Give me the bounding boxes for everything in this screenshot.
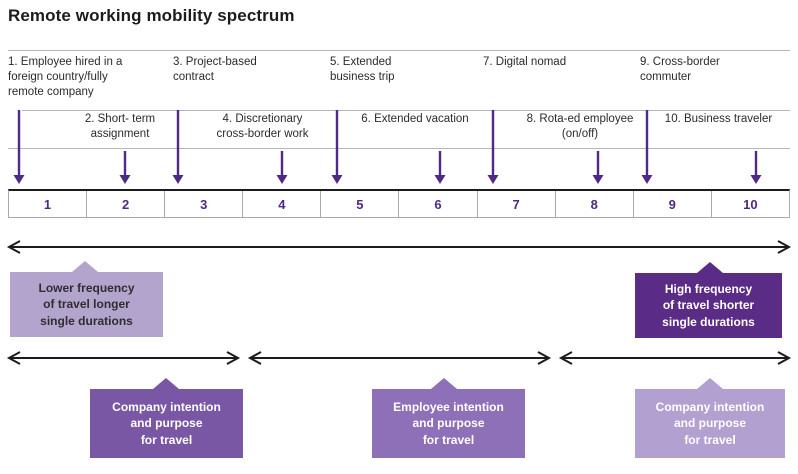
- pointer-up-icon: [697, 378, 723, 389]
- left-right-arrow-segment-1: [6, 351, 241, 365]
- pointer-up-icon: [72, 261, 98, 272]
- divider-line-top: [8, 50, 790, 51]
- down-arrow-icon: [276, 175, 288, 184]
- item-label-2: 2. Short- term assignment: [84, 113, 156, 141]
- pointer-up-icon: [431, 378, 457, 389]
- scale-cell-9: 9: [632, 191, 711, 217]
- item-label-8: 8. Rota-ed employee (on/off): [526, 113, 634, 141]
- company-intention-right-callout: Company intention and purpose for travel: [635, 389, 785, 458]
- item-label-6: 6. Extended vacation: [361, 113, 469, 125]
- item-label-1: 1. Employee hired in a foreign country/f…: [8, 56, 123, 99]
- pointer-up-icon: [697, 262, 723, 273]
- item-label-9: 9. Cross-border commuter: [640, 56, 720, 84]
- company-intention-left-callout: Company intention and purpose for travel: [90, 389, 243, 458]
- down-arrow-icon: [331, 175, 343, 184]
- left-right-arrow-segment-2: [247, 351, 552, 365]
- item-label-4: 4. Discretionary cross-border work: [216, 113, 309, 141]
- left-right-arrow-full: [6, 240, 792, 254]
- scale-cell-10: 10: [710, 191, 789, 217]
- item-label-3: 3. Project-based contract: [173, 56, 257, 84]
- down-arrow-icon: [13, 175, 25, 184]
- page-title: Remote working mobility spectrum: [8, 6, 295, 25]
- scale-cell-2: 2: [86, 191, 164, 217]
- item-label-10: 10. Business traveler: [664, 113, 773, 125]
- high-frequency-callout: High frequency of travel shorter single …: [635, 273, 782, 338]
- scale-cell-6: 6: [398, 191, 476, 217]
- down-arrow-icon: [434, 175, 446, 184]
- scale-cell-1: 1: [43, 196, 52, 212]
- divider-line-lower: [8, 148, 790, 149]
- down-arrow-icon: [487, 175, 499, 184]
- lower-frequency-callout: Lower frequency of travel longer single …: [10, 272, 163, 337]
- scale-cell-5: 5: [320, 191, 398, 217]
- item-label-5: 5. Extended business trip: [330, 56, 395, 84]
- down-arrow-icon: [592, 175, 604, 184]
- scale-cell-3: 3: [164, 191, 242, 217]
- divider-line-middle: [22, 110, 790, 111]
- down-arrow-icon: [750, 175, 762, 184]
- down-arrow-icon: [119, 175, 131, 184]
- down-arrow-icon: [172, 175, 184, 184]
- employee-intention-callout: Employee intention and purpose for trave…: [372, 389, 525, 458]
- down-arrow-icon: [641, 175, 653, 184]
- pointer-up-icon: [153, 378, 179, 389]
- scale-cell-4: 4: [242, 191, 320, 217]
- scale-cell-8: 8: [554, 191, 633, 217]
- scale-cell-7: 7: [476, 191, 555, 217]
- left-right-arrow-segment-3: [558, 351, 792, 365]
- item-label-7: 7. Digital nomad: [483, 56, 567, 68]
